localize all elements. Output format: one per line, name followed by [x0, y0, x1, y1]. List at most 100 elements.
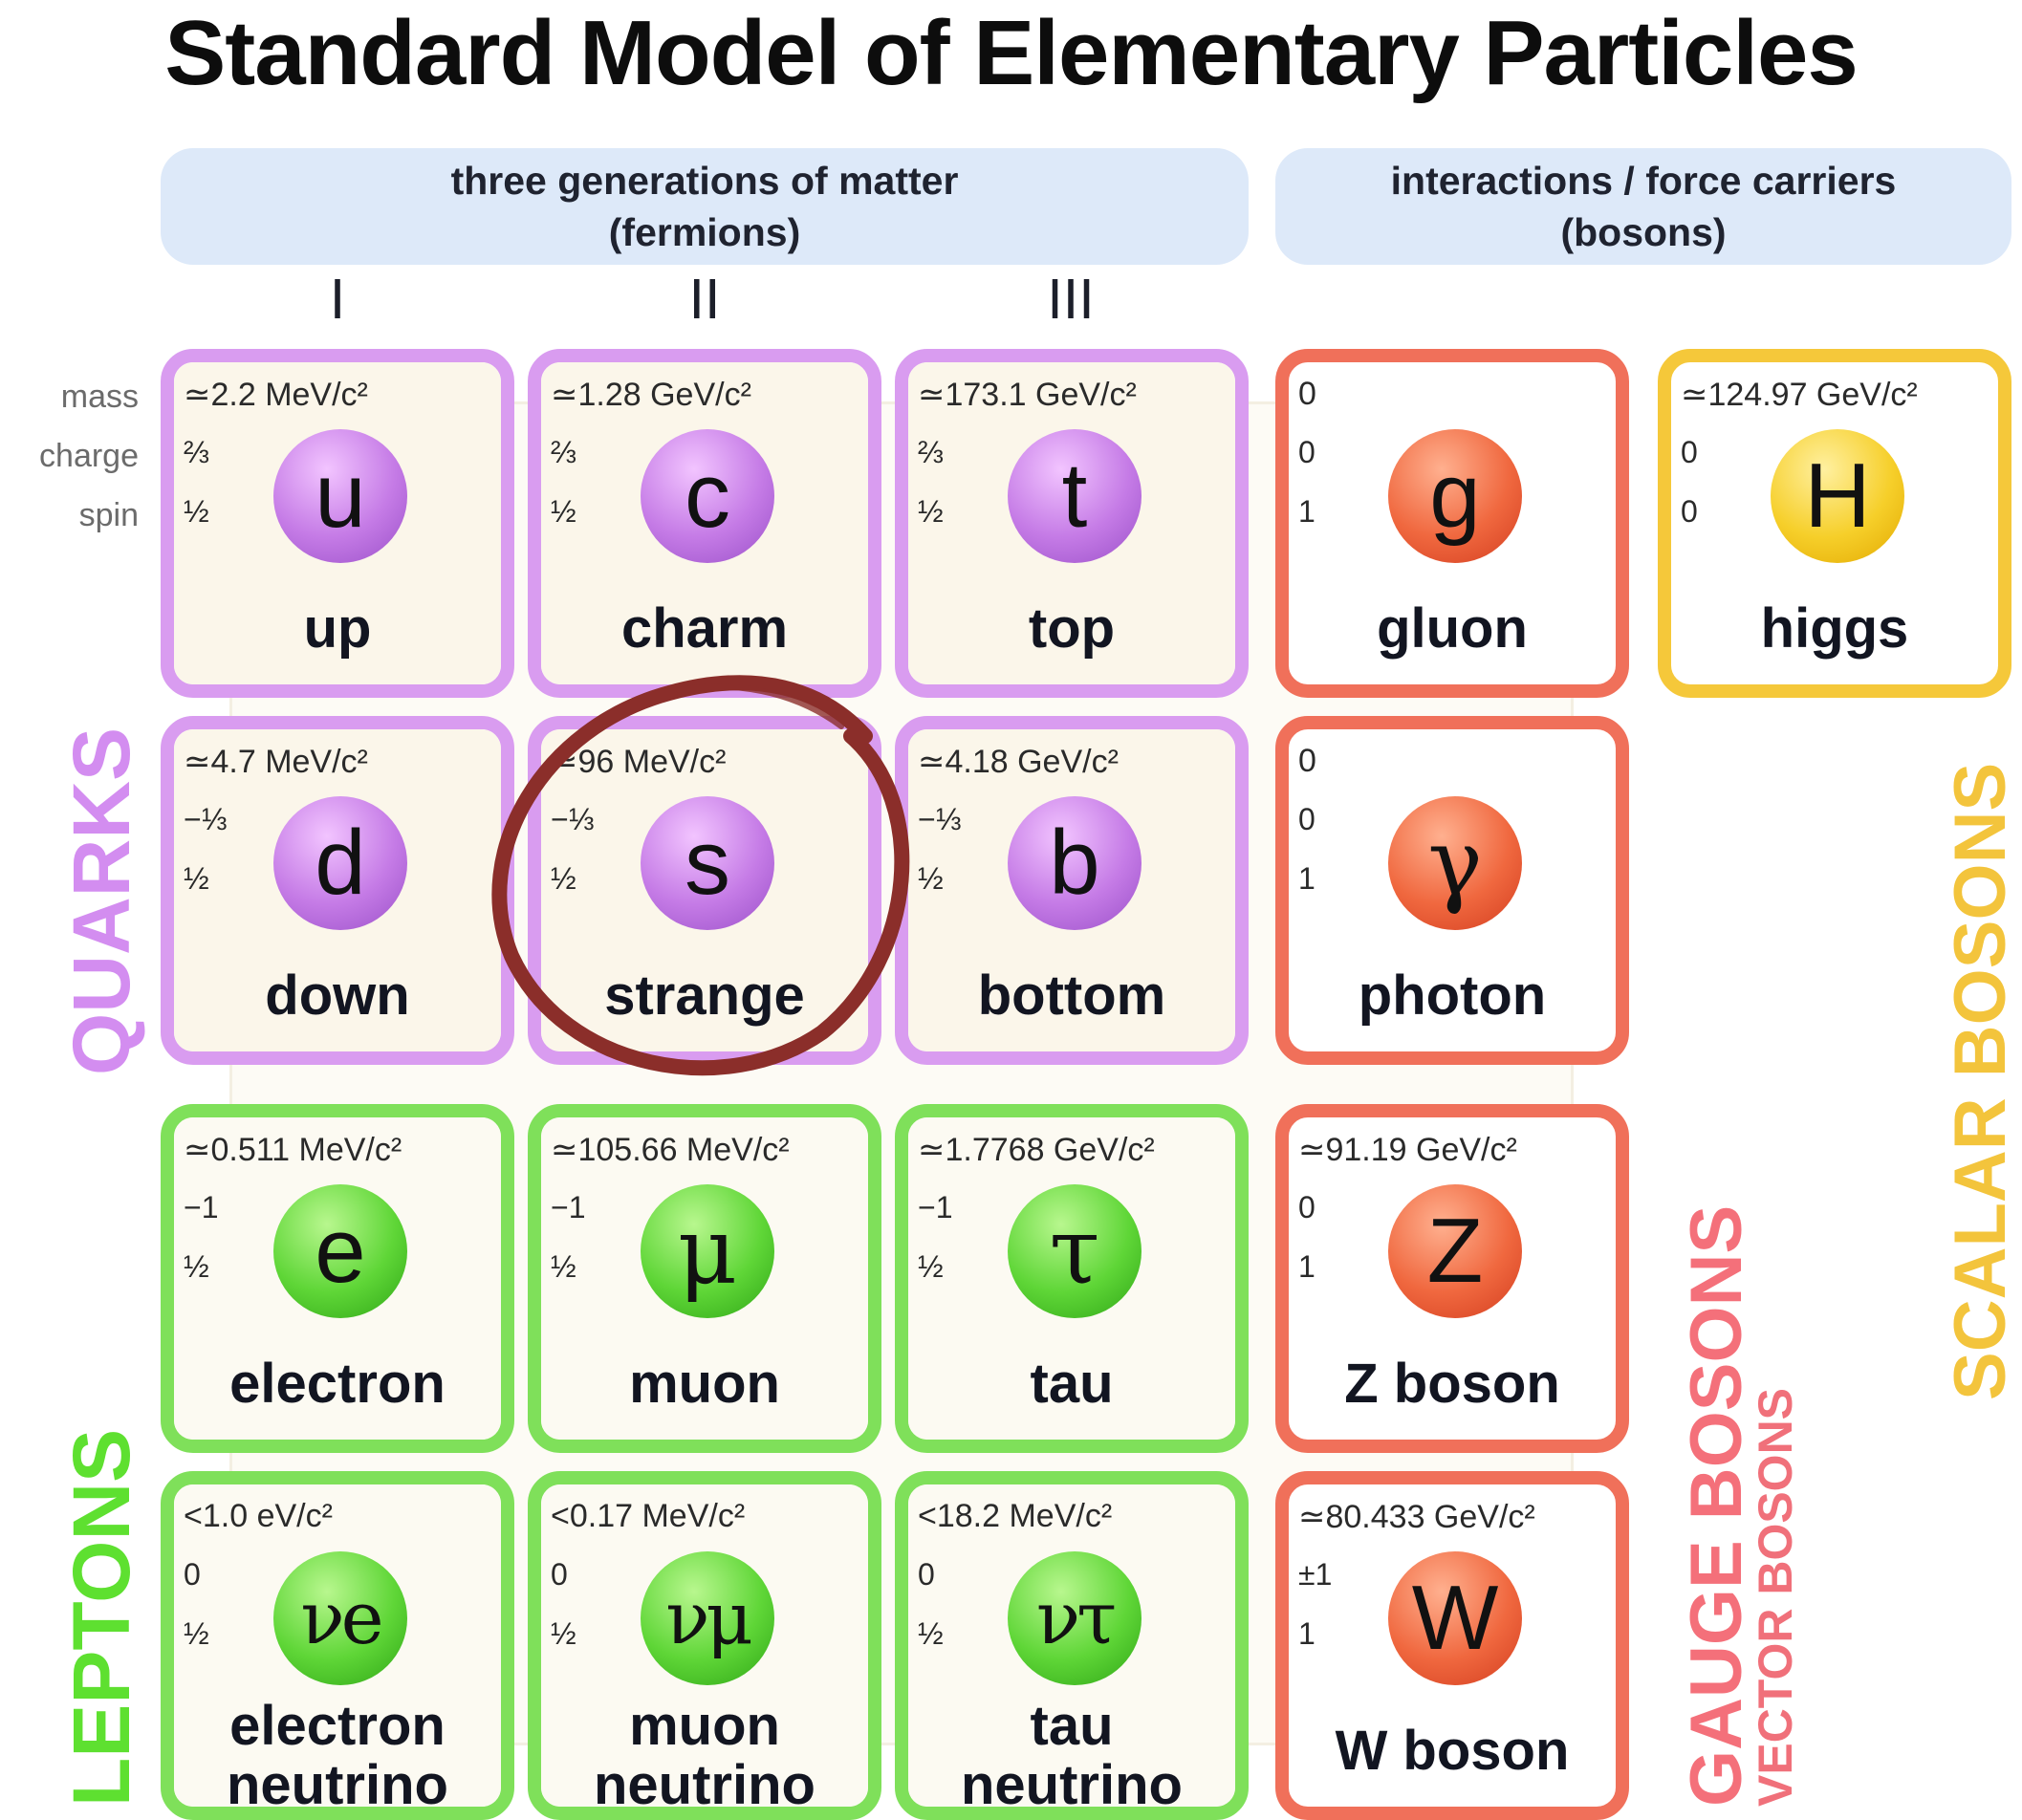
- particle-down[interactable]: ≃4.7 MeV/c² −⅓ ½ d down: [161, 716, 514, 1065]
- particle-charm[interactable]: ≃1.28 GeV/c² ⅔ ½ c charm: [528, 349, 881, 698]
- mass-value: ≃4.7 MeV/c²: [184, 744, 368, 780]
- spin-value: 1: [1298, 1616, 1315, 1651]
- particle-symbol: γ: [1388, 796, 1522, 930]
- spin-value: ½: [551, 1249, 576, 1284]
- particle-name: muon neutrino: [541, 1697, 868, 1815]
- charge-value: −⅓: [918, 802, 962, 836]
- vector-bosons-label: VECTOR BOSONS: [1749, 1387, 1802, 1807]
- spin-value: ½: [918, 1616, 944, 1651]
- spin-value: 1: [1298, 494, 1315, 529]
- particle-name-line2: neutrino: [594, 1754, 815, 1816]
- bosons-header-line2: (bosons): [1560, 210, 1727, 254]
- charge-value: 0: [1298, 435, 1315, 469]
- particle-electron[interactable]: ≃0.511 MeV/c² −1 ½ e electron: [161, 1104, 514, 1453]
- mass-value: ≃1.28 GeV/c²: [551, 377, 751, 413]
- particle-symbol: νe: [273, 1551, 407, 1685]
- particle-name: up: [303, 597, 372, 660]
- charge-value: −⅓: [184, 802, 228, 836]
- mass-value: ≃96 MeV/c²: [551, 744, 727, 780]
- spin-value: 0: [1681, 494, 1698, 529]
- spin-value: ½: [918, 861, 944, 896]
- bosons-header-line1: interactions / force carriers: [1390, 159, 1897, 203]
- particle-muon[interactable]: ≃105.66 MeV/c² −1 ½ μ muon: [528, 1104, 881, 1453]
- particle-symbol: d: [273, 796, 407, 930]
- charge-label: charge: [39, 438, 139, 474]
- particle-name-line2: neutrino: [961, 1754, 1183, 1816]
- scalar-bosons-label: SCALAR BOSONS: [1940, 762, 2021, 1400]
- spin-value: ½: [184, 1249, 209, 1284]
- particle-symbol: Z: [1388, 1184, 1522, 1318]
- particle-name: electron: [229, 1353, 446, 1415]
- generation-1-label: I: [329, 270, 346, 332]
- mass-value: ≃1.7768 GeV/c²: [918, 1132, 1155, 1168]
- charge-value: −1: [551, 1190, 586, 1224]
- mass-value: <18.2 MeV/c²: [918, 1498, 1113, 1534]
- gauge-bosons-label: GAUGE BOSONS: [1676, 1204, 1757, 1807]
- particle-symbol: ντ: [1008, 1551, 1141, 1685]
- fermions-header-line1: three generations of matter: [450, 159, 959, 203]
- particle-name: down: [265, 964, 410, 1027]
- particle-name-line1: electron: [229, 1695, 446, 1757]
- particle-name: tau neutrino: [908, 1697, 1235, 1815]
- bosons-header: interactions / force carriers (bosons): [1275, 148, 2011, 265]
- charge-value: −1: [918, 1190, 953, 1224]
- particle-name: tau: [1030, 1353, 1114, 1415]
- charge-value: 0: [1298, 1190, 1315, 1224]
- mass-value: <1.0 eV/c²: [184, 1498, 333, 1534]
- spin-value: ½: [184, 1616, 209, 1651]
- charge-value: −1: [184, 1190, 219, 1224]
- charge-value: −⅓: [551, 802, 595, 836]
- particle-tau[interactable]: ≃1.7768 GeV/c² −1 ½ τ tau: [895, 1104, 1249, 1453]
- spin-value: 1: [1298, 1249, 1315, 1284]
- particle-symbol: e: [273, 1184, 407, 1318]
- particle-name: photon: [1358, 964, 1547, 1027]
- particle-muon-neutrino[interactable]: <0.17 MeV/c² 0 ½ νμ muon neutrino: [528, 1471, 881, 1820]
- mass-label: mass: [60, 379, 139, 415]
- particle-bottom[interactable]: ≃4.18 GeV/c² −⅓ ½ b bottom: [895, 716, 1249, 1065]
- particle-name-line1: muon: [629, 1695, 780, 1757]
- charge-value: ⅔: [918, 435, 944, 469]
- spin-value: ½: [184, 494, 209, 529]
- generation-3-label: III: [1047, 270, 1095, 332]
- mass-value: ≃0.511 MeV/c²: [184, 1132, 402, 1168]
- mass-value: ≃105.66 MeV/c²: [551, 1132, 790, 1168]
- quarks-label: QUARKS: [56, 726, 146, 1075]
- mass-value: 0: [1298, 376, 1316, 412]
- particle-symbol: c: [641, 429, 774, 563]
- mass-value: ≃2.2 MeV/c²: [184, 377, 368, 413]
- fermions-header-line2: (fermions): [608, 210, 801, 254]
- particle-higgs[interactable]: ≃124.97 GeV/c² 0 0 H higgs: [1658, 349, 2011, 698]
- charge-value: 0: [551, 1557, 568, 1592]
- particle-symbol: νμ: [641, 1551, 774, 1685]
- particle-top[interactable]: ≃173.1 GeV/c² ⅔ ½ t top: [895, 349, 1249, 698]
- particle-name: strange: [604, 964, 805, 1027]
- charge-value: 0: [184, 1557, 201, 1592]
- particle-name: top: [1028, 597, 1116, 660]
- spin-value: ½: [184, 861, 209, 896]
- leptons-label: LEPTONS: [56, 1428, 146, 1807]
- particle-symbol: W: [1388, 1551, 1522, 1685]
- charge-value: 0: [918, 1557, 935, 1592]
- particle-strange[interactable]: ≃96 MeV/c² −⅓ ½ s strange: [528, 716, 881, 1065]
- particle-name-line1: tau: [1030, 1695, 1114, 1757]
- mass-value: ≃4.18 GeV/c²: [918, 744, 1119, 780]
- spin-value: ½: [551, 494, 576, 529]
- mass-value: ≃80.433 GeV/c²: [1298, 1499, 1535, 1535]
- particle-tau-neutrino[interactable]: <18.2 MeV/c² 0 ½ ντ tau neutrino: [895, 1471, 1249, 1820]
- mass-value: ≃91.19 GeV/c²: [1298, 1132, 1517, 1168]
- particle-symbol: t: [1008, 429, 1141, 563]
- spin-label: spin: [78, 497, 139, 533]
- particle-gluon[interactable]: 0 0 1 g gluon: [1275, 349, 1629, 698]
- particle-photon[interactable]: 0 0 1 γ photon: [1275, 716, 1629, 1065]
- particle-electron-neutrino[interactable]: <1.0 eV/c² 0 ½ νe electron neutrino: [161, 1471, 514, 1820]
- particle-up[interactable]: ≃2.2 MeV/c² ⅔ ½ u up: [161, 349, 514, 698]
- particle-name: muon: [629, 1353, 780, 1415]
- particle-name: electron neutrino: [174, 1697, 501, 1815]
- particle-name: gluon: [1377, 597, 1528, 660]
- particle-name: W boson: [1335, 1720, 1570, 1782]
- charge-value: ±1: [1298, 1557, 1333, 1592]
- particle-z-boson[interactable]: ≃91.19 GeV/c² 0 1 Z Z boson: [1275, 1104, 1629, 1453]
- particle-name: Z boson: [1344, 1353, 1560, 1415]
- particle-w-boson[interactable]: ≃80.433 GeV/c² ±1 1 W W boson: [1275, 1471, 1629, 1820]
- charge-value: ⅔: [184, 435, 209, 469]
